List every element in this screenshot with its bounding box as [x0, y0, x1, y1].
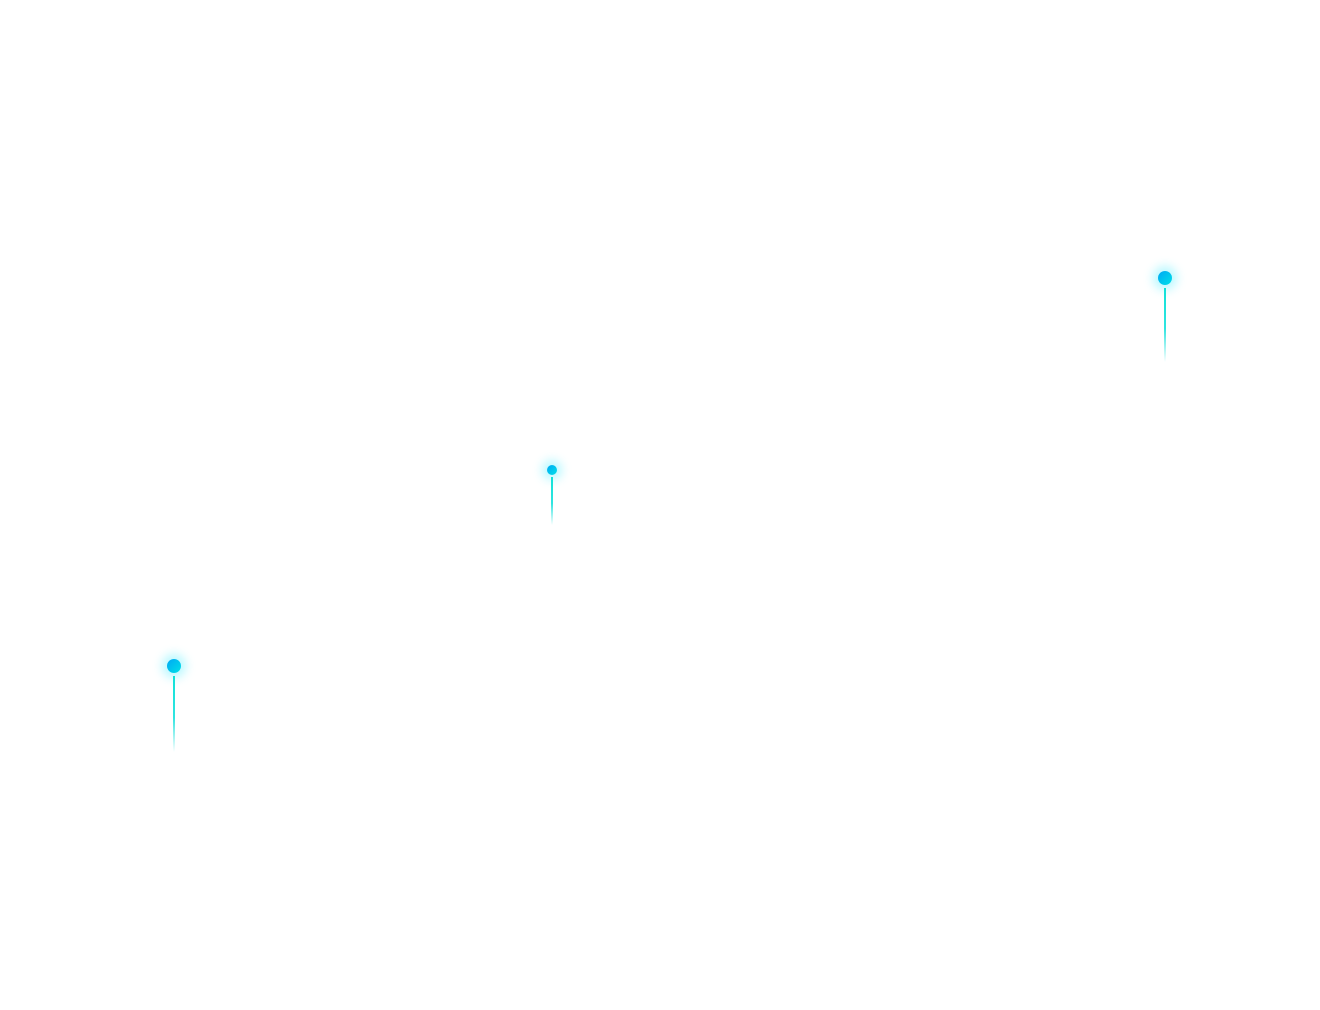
pin-stem — [173, 676, 175, 752]
pin-stem — [1164, 288, 1166, 362]
map-pin-icon[interactable] — [1158, 271, 1172, 285]
map-pin-icon[interactable] — [547, 465, 557, 475]
map-pin-icon[interactable] — [167, 659, 181, 673]
pin-stem — [551, 477, 553, 525]
